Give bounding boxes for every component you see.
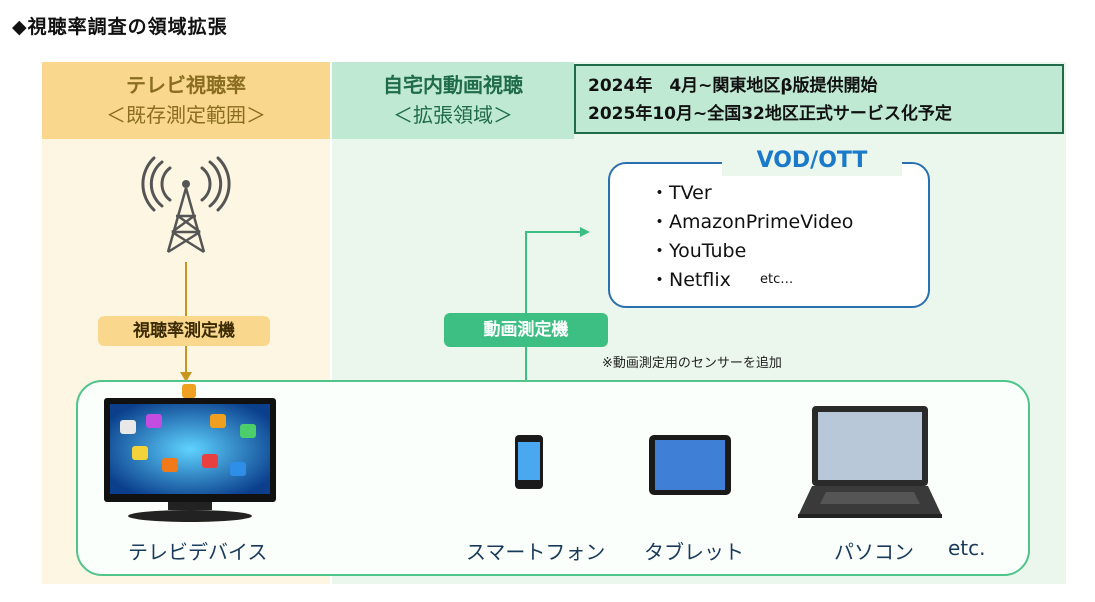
laptop-icon [798,406,942,518]
schedule-box: 2024年 4月~関東地区β版提供開始 2025年10月~全国32地区正式サービ… [574,64,1064,134]
vod-item-tver: ・TVer [650,182,712,204]
sensor-note: ※動画測定用のセンサーを追加 [602,356,782,371]
tv-column-header: テレビ視聴率 ＜既存測定範囲＞ [42,62,330,139]
tv-column-subtitle: ＜既存測定範囲＞ [106,103,266,127]
device-label-tablet: タブレット [644,540,744,564]
vod-item-netflix: ・Netflix [650,269,731,291]
extended-column-subtitle: ＜拡張領域＞ [393,103,513,127]
vod-title: VOD/OTT [722,146,902,176]
tablet-icon [649,435,731,495]
schedule-line-1: 2024年 4月~関東地区β版提供開始 [588,76,878,96]
vod-etc: etc… [760,272,794,287]
schedule-line-2: 2025年10月~全国32地区正式サービス化予定 [588,104,952,124]
video-meter-label: 動画測定機 [444,313,608,347]
extended-column-header: 自宅内動画視聴 ＜拡張領域＞ [332,62,574,139]
tv-column-title: テレビ視聴率 [126,73,246,97]
vod-item-youtube: ・YouTube [650,240,747,262]
tv-meter-label: 視聴率測定機 [98,316,270,346]
broadcast-tower-icon [141,156,231,254]
vod-item-amazon: ・AmazonPrimeVideo [650,211,854,233]
device-label-pc: パソコン [834,540,914,564]
page-title: ◆視聴率調査の領域拡張 [12,16,228,38]
tv-device-icon [104,384,276,522]
device-label-etc: etc. [948,536,986,560]
video-meter-connector [525,227,590,382]
extended-column-title: 自宅内動画視聴 [383,73,523,97]
device-label-tv: テレビデバイス [128,540,268,564]
smartphone-icon [515,435,543,489]
device-label-smartphone: スマートフォン [466,540,606,564]
